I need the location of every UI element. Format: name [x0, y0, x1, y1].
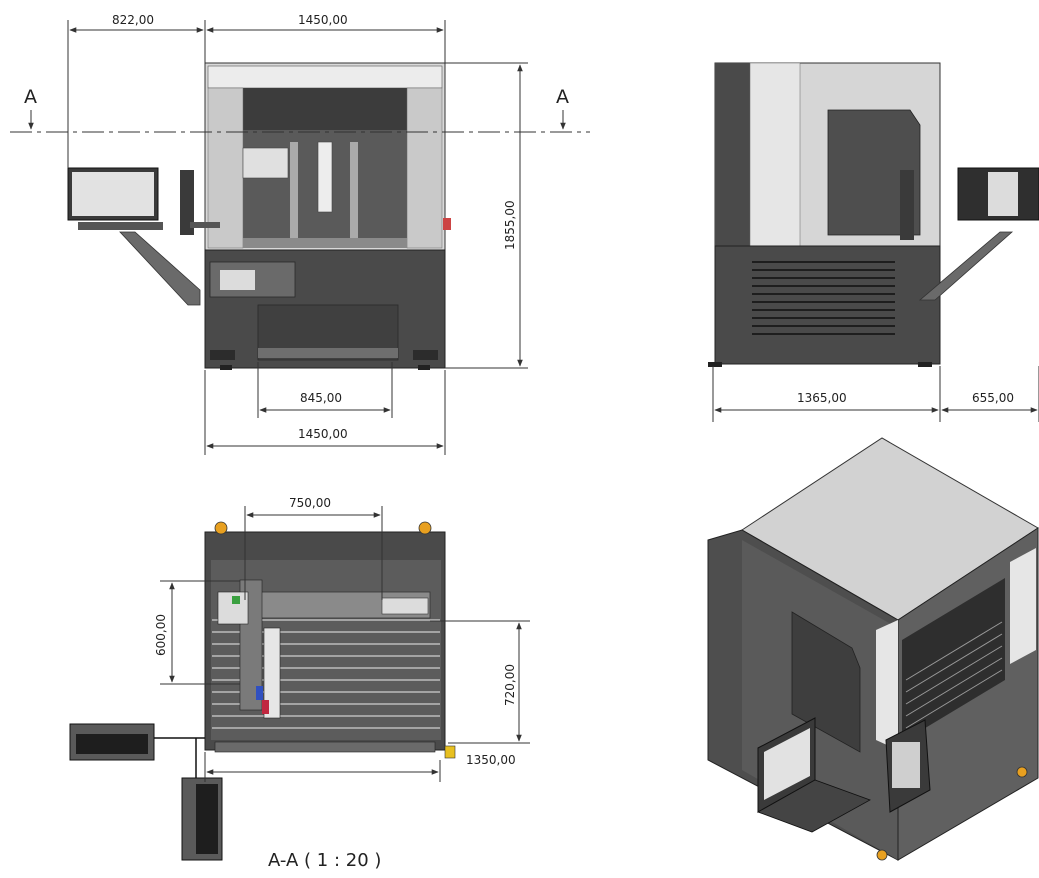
dim-1365: 1365,00	[797, 391, 847, 405]
side-lower-cabinet	[714, 245, 941, 365]
isometric-view	[707, 437, 1039, 861]
dim-1450-bottom: 1450,00	[298, 427, 348, 441]
dim-822: 822,00	[112, 13, 154, 27]
dim-720: 720,00	[503, 664, 517, 706]
front-view	[67, 62, 451, 370]
side-view	[708, 62, 1039, 367]
section-view-title: A-A ( 1 : 20 )	[268, 850, 381, 871]
dim-600: 600,00	[154, 614, 168, 656]
section-marker-right: A	[556, 86, 569, 108]
section-marker-left: A	[24, 86, 37, 108]
dim-1350: 1350,00	[466, 753, 516, 767]
dim-1855: 1855,00	[503, 200, 517, 250]
dim-1450-top: 1450,00	[298, 13, 348, 27]
section-view	[69, 521, 456, 861]
dim-655: 655,00	[972, 391, 1014, 405]
dim-845: 845,00	[300, 391, 342, 405]
dim-750: 750,00	[289, 496, 331, 510]
